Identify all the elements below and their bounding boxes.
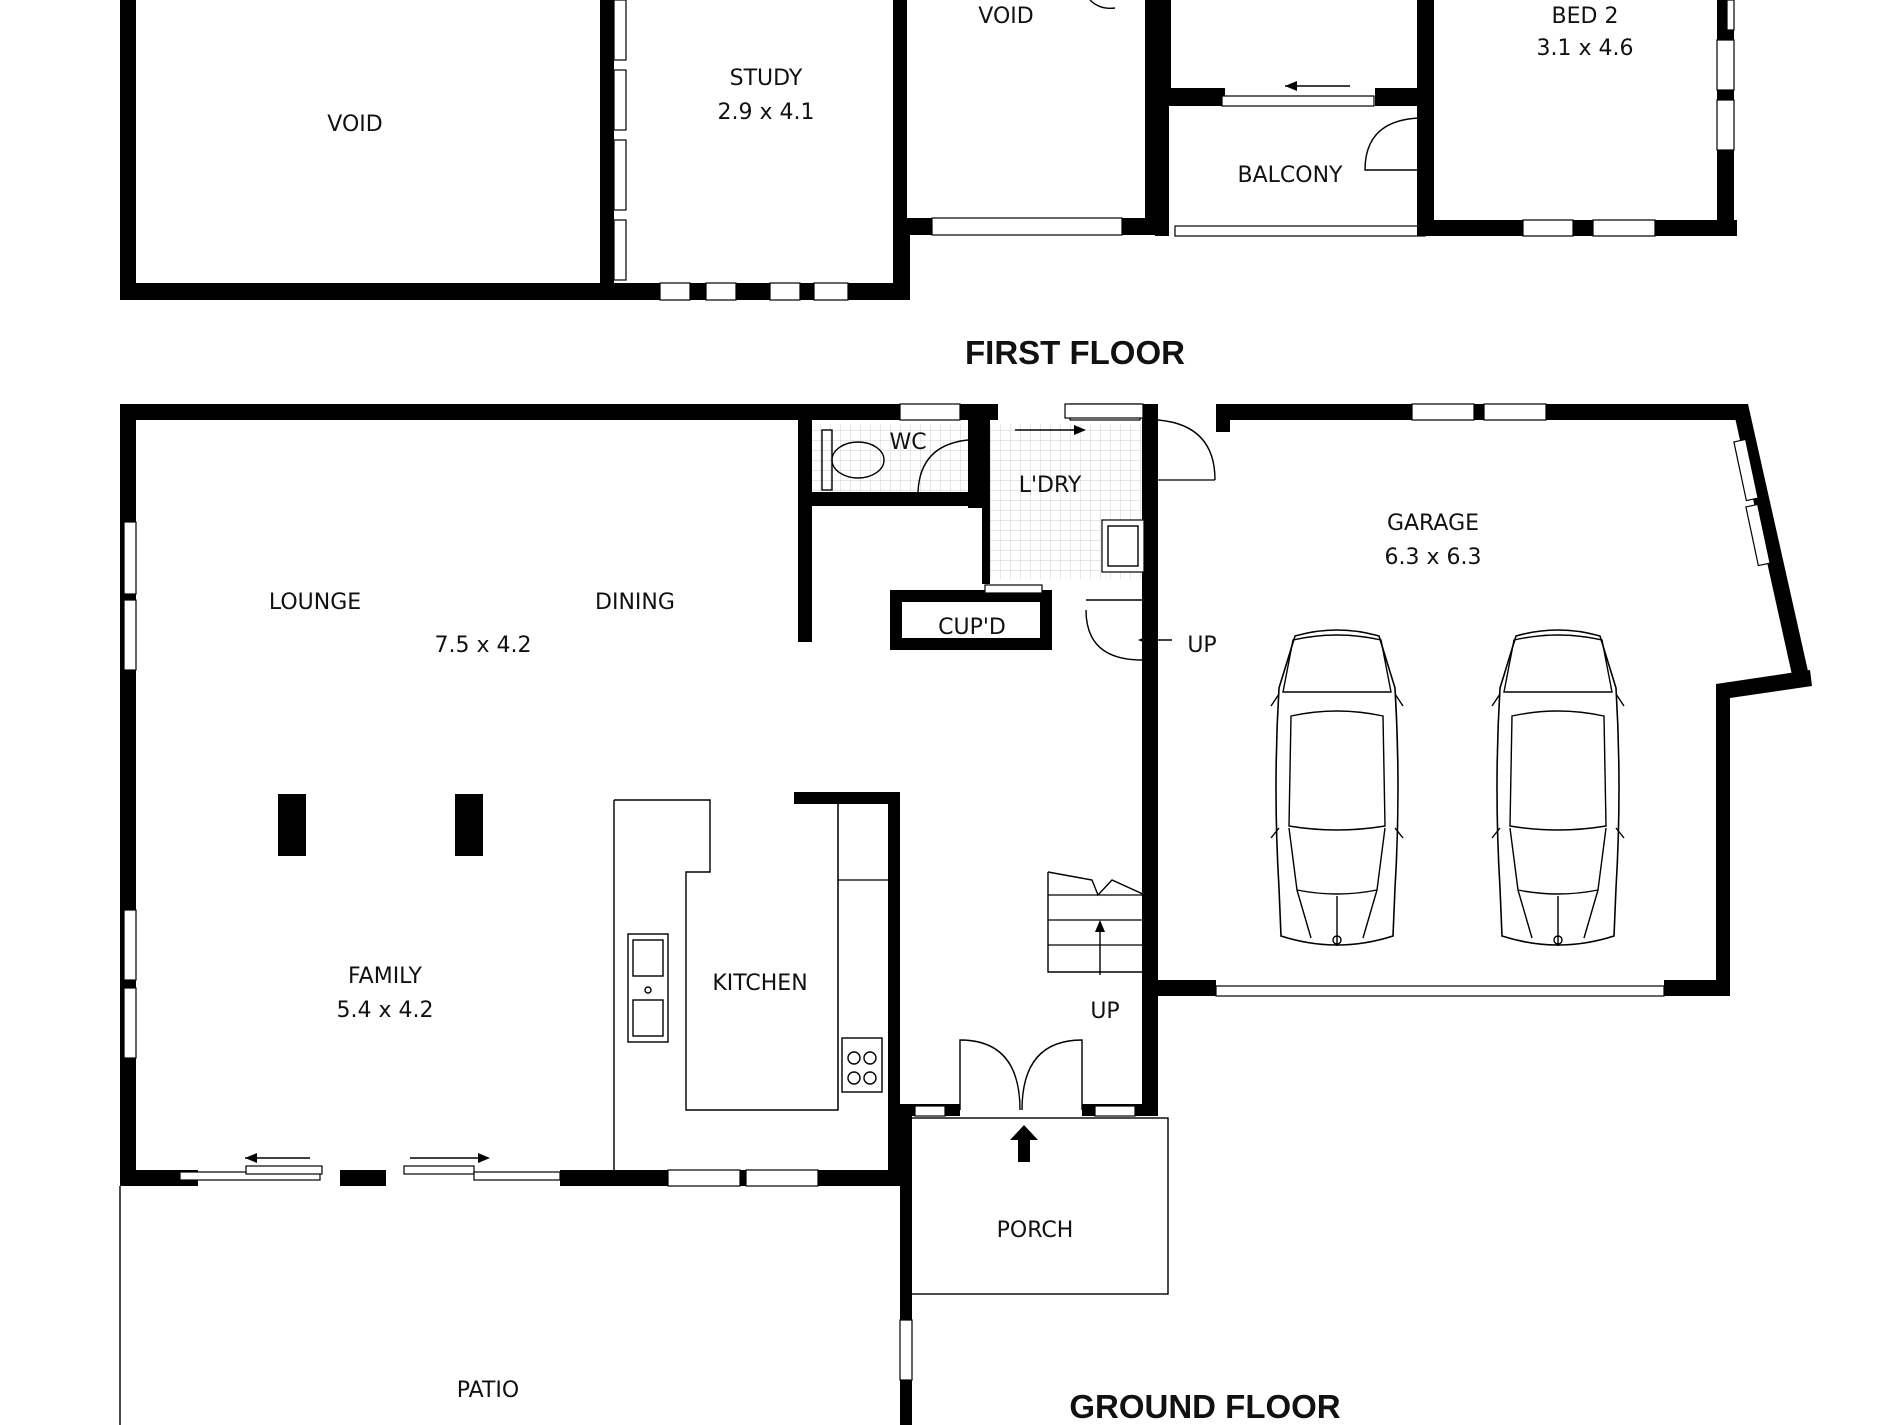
porch-label: PORCH <box>997 1218 1074 1243</box>
cupboard-label: CUP'D <box>938 615 1006 640</box>
sliding-door-arrow-icon <box>245 1153 257 1163</box>
patio-label: PATIO <box>457 1378 519 1403</box>
ground-floor-title: GROUND FLOOR <box>1069 1388 1340 1425</box>
up-stair-label: UP <box>1090 999 1119 1024</box>
laundry-label: L'DRY <box>1019 473 1082 498</box>
first-floor-title: FIRST FLOOR <box>965 334 1185 371</box>
cooktop-icon <box>841 1037 883 1093</box>
balcony-label: BALCONY <box>1238 163 1344 188</box>
family-size: 5.4 x 4.2 <box>337 998 434 1023</box>
study-label: STUDY <box>730 66 803 91</box>
kitchen-label: KITCHEN <box>712 971 807 996</box>
garage-label: GARAGE <box>1387 511 1479 536</box>
lounge-dining-size: 7.5 x 4.2 <box>435 633 532 658</box>
void-center-label: VOID <box>978 4 1033 29</box>
car-icon <box>1491 629 1625 947</box>
study-size: 2.9 x 4.1 <box>718 100 815 125</box>
up-hall-label: UP <box>1187 633 1216 658</box>
ground-floor-plan: WC L'DRY LOUNGE DINING 7.5 x 4.2 CUP'D U… <box>119 403 1812 1425</box>
family-label: FAMILY <box>348 964 422 989</box>
first-floor-plan: VOID STUDY 2.9 x 4.1 VOID BED 2 3.1 x 4.… <box>120 0 1737 371</box>
bed2-size: 3.1 x 4.6 <box>1537 36 1634 61</box>
lounge-label: LOUNGE <box>269 590 361 615</box>
garage-size: 6.3 x 6.3 <box>1385 545 1482 570</box>
entry-arrow-icon <box>1010 1125 1038 1162</box>
sink-icon <box>627 933 669 1043</box>
void-left-label: VOID <box>327 112 382 137</box>
bed2-label: BED 2 <box>1552 4 1619 29</box>
toilet-icon <box>821 429 885 491</box>
car-icon <box>1270 629 1404 947</box>
dining-label: DINING <box>595 590 675 615</box>
wc-label: WC <box>889 430 926 455</box>
sink-icon <box>1101 519 1145 573</box>
